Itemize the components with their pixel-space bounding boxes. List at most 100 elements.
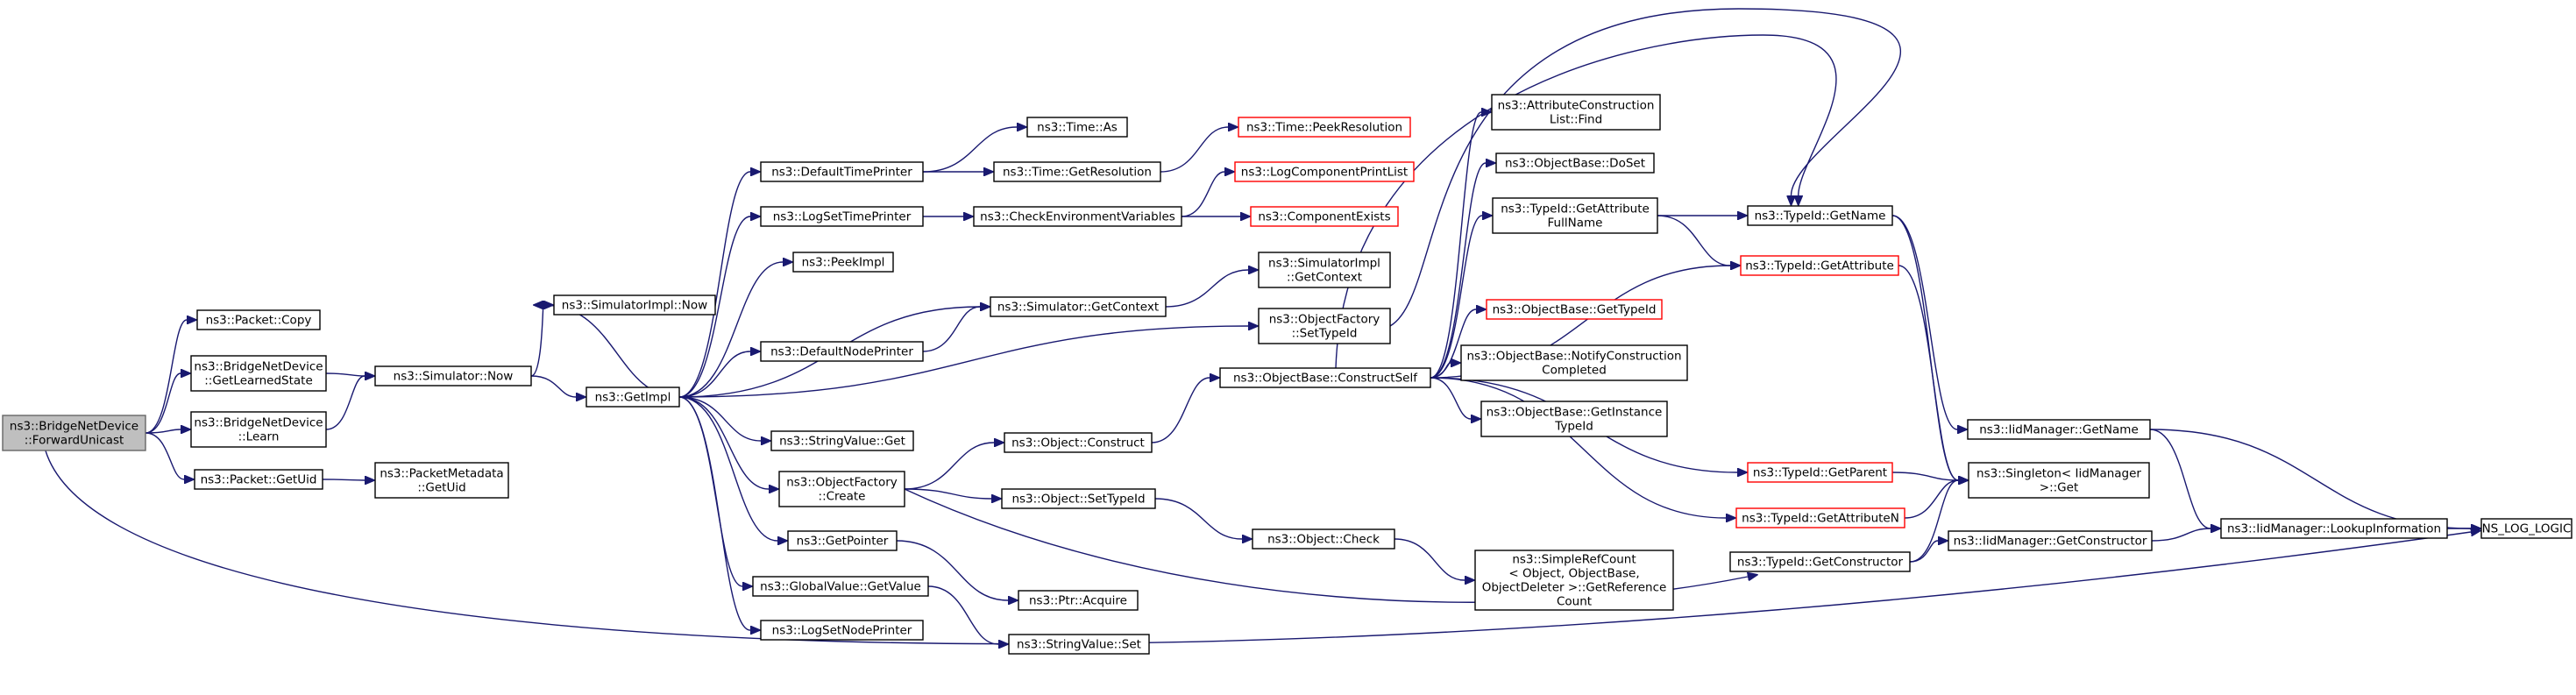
node-type-id-get-name[interactable]: ns3::TypeId::GetName [1747, 205, 1893, 226]
node-pm-get-uid[interactable]: ns3::PacketMetadata::GetUid [374, 462, 509, 499]
edge-path [678, 396, 769, 489]
node-label: ::Create [819, 490, 866, 504]
node-object-base-do-set[interactable]: ns3::ObjectBase::DoSet [1495, 152, 1655, 174]
edge-path [678, 262, 783, 398]
node-default-time-printer[interactable]: ns3::DefaultTimePrinter [760, 161, 924, 182]
node-object-check[interactable]: ns3::Object::Check [1252, 528, 1395, 550]
node-log-set-node-printer[interactable]: ns3::LogSetNodePrinter [760, 620, 924, 641]
node-label: Count [1557, 595, 1592, 609]
edge-path [1151, 378, 1210, 443]
node-box [778, 471, 905, 507]
node-packet-get-uid[interactable]: ns3::Packet::GetUid [194, 469, 323, 490]
node-string-value-get[interactable]: ns3::StringValue::Get [770, 430, 914, 451]
edge-getImpl-to-objFactorySetTypeId [678, 326, 1248, 398]
node-box [787, 530, 898, 551]
node-simple-ref-count[interactable]: ns3::SimpleRefCount< Object, ObjectBase,… [1474, 550, 1674, 611]
node-global-value-get-value[interactable]: ns3::GlobalValue::GetValue [752, 576, 929, 597]
edge-forwardUnicast-to-packetGetUid [145, 432, 184, 479]
node-time-as[interactable]: ns3::Time::As [1026, 117, 1128, 138]
node-iid-manager-lookup-information[interactable]: ns3::IidManager::LookupInformation [2220, 518, 2448, 539]
edge-path [1335, 34, 1837, 369]
edge-objFactorySetTypeId-to-typeIdGetName [1389, 8, 1902, 327]
node-type-id-get-parent[interactable]: ns3::TypeId::GetParent [1747, 462, 1893, 483]
node-label: ns3::AttributeConstruction [1498, 99, 1655, 113]
edge-packetGetUid-to-pmGetUid [322, 479, 365, 480]
edge-path [1898, 265, 1958, 480]
node-default-node-printer[interactable]: ns3::DefaultNodePrinter [760, 341, 924, 362]
edge-path [1891, 215, 1958, 480]
node-component-exists[interactable]: ns3::ComponentExists [1250, 206, 1399, 227]
node-label: ns3::TypeId::GetConstructor [1737, 556, 1904, 570]
node-label: ns3::IidManager::LookupInformation [2227, 522, 2441, 536]
node-box [1250, 206, 1399, 227]
edge-getImpl-to-getPointer [678, 396, 777, 541]
node-construct-self[interactable]: ns3::ObjectBase::ConstructSelf [1219, 367, 1431, 388]
node-object-base-get-type-id[interactable]: ns3::ObjectBase::GetTypeId [1486, 299, 1663, 320]
edge-getImpl-to-logSetNodePrinter [678, 396, 750, 630]
edge-forwardUnicast-to-nsLogLogic [45, 450, 2471, 645]
node-notify-construction-completed[interactable]: ns3::ObjectBase::NotifyConstructionCompl… [1460, 344, 1688, 381]
node-packet-copy[interactable]: ns3::Packet::Copy [196, 309, 321, 330]
edge-typeIdGetConstructor-to-iidManagerGetConstructor [1909, 541, 1938, 563]
edge-objectCheck-to-simpleRefCount [1394, 538, 1465, 580]
node-log-set-time-printer[interactable]: ns3::LogSetTimePrinter [760, 206, 924, 227]
node-box [585, 387, 680, 408]
node-get-learned-state[interactable]: ns3::BridgeNetDevice::GetLearnedState [190, 355, 327, 392]
edge-typeIdGetName-to-iidManagerGetName [1891, 215, 1957, 429]
edge-path [678, 396, 761, 441]
node-object-set-type-id[interactable]: ns3::Object::SetTypeId [1001, 488, 1156, 509]
node-string-value-set[interactable]: ns3::StringValue::Set [1008, 634, 1150, 655]
node-time-get-resolution[interactable]: ns3::Time::GetResolution [993, 161, 1161, 182]
node-box [1480, 401, 1668, 437]
node-box [1008, 634, 1150, 655]
node-label: ns3::StringValue::Set [1017, 638, 1141, 652]
edge-path [45, 450, 2471, 645]
node-peek-impl[interactable]: ns3::PeekImpl [792, 252, 894, 273]
node-ptr-acquire[interactable]: ns3::Ptr::Acquire [1018, 590, 1139, 611]
edge-defaultNodePrinter-to-simGetContext [922, 307, 980, 352]
node-box [760, 620, 924, 641]
node-singleton-get[interactable]: ns3::Singleton< IidManager >::Get [1968, 462, 2150, 499]
node-box [1729, 551, 1911, 572]
node-object-construct[interactable]: ns3::Object::Construct [1004, 432, 1153, 453]
node-get-pointer[interactable]: ns3::GetPointer [787, 530, 898, 551]
edge-forwardUnicast-to-learn [145, 429, 181, 433]
node-box [990, 296, 1167, 317]
edge-getImpl-to-globalValueGetValue [678, 396, 742, 586]
node-check-env-vars[interactable]: ns3::CheckEnvironmentVariables [973, 206, 1182, 227]
edge-path [1160, 127, 1228, 173]
node-label: ns3::LogComponentPrintList [1241, 166, 1408, 180]
edge-constructSelf-to-objectBaseDoSet [1430, 163, 1486, 379]
node-obj-factory-set-type-id[interactable]: ns3::ObjectFactory::SetTypeId [1258, 308, 1391, 344]
node-sim-impl-now[interactable]: ns3::SimulatorImpl::Now [553, 294, 716, 316]
node-log-component-print-list[interactable]: ns3::LogComponentPrintList [1234, 161, 1415, 182]
node-label: ns3::ObjectBase::ConstructSelf [1233, 372, 1418, 386]
node-box [1495, 152, 1655, 174]
node-time-peek-resolution[interactable]: ns3::Time::PeekResolution [1238, 117, 1411, 138]
node-learn[interactable]: ns3::BridgeNetDevice::Learn [190, 411, 327, 448]
node-type-id-get-constructor[interactable]: ns3::TypeId::GetConstructor [1729, 551, 1911, 572]
node-obj-factory-create[interactable]: ns3::ObjectFactory::Create [778, 471, 905, 507]
node-label: ns3::Time::PeekResolution [1246, 121, 1402, 135]
nodes-layer: ns3::BridgeNetDevice::ForwardUnicastns3:… [2, 94, 2572, 655]
node-label: ns3::BridgeNetDevice [194, 416, 323, 430]
edge-path [1430, 377, 1726, 518]
node-sim-now[interactable]: ns3::Simulator::Now [374, 365, 532, 387]
edge-objectConstruct-to-constructSelf [1151, 378, 1210, 443]
edge-getImpl-to-objFactoryCreate [678, 396, 769, 489]
node-iid-manager-get-constructor[interactable]: ns3::IidManager::GetConstructor [1948, 530, 2153, 551]
edge-path [1394, 538, 1465, 580]
edge-path [678, 396, 750, 630]
node-type-id-get-attribute[interactable]: ns3::TypeId::GetAttribute [1740, 255, 1899, 276]
node-ns-log-logic[interactable]: NS_LOG_LOGIC [2480, 518, 2572, 539]
edge-path [145, 320, 187, 434]
node-get-impl[interactable]: ns3::GetImpl [585, 387, 680, 408]
node-sim-get-context[interactable]: ns3::Simulator::GetContext [990, 296, 1167, 317]
edge-getImpl-to-defaultTimePrinter [678, 172, 750, 398]
node-sim-impl-get-context[interactable]: ns3::SimulatorImpl::GetContext [1258, 252, 1391, 288]
node-type-id-get-attribute-n[interactable]: ns3::TypeId::GetAttributeN [1735, 507, 1905, 528]
node-iid-manager-get-name[interactable]: ns3::IidManager::GetName [1967, 419, 2151, 440]
